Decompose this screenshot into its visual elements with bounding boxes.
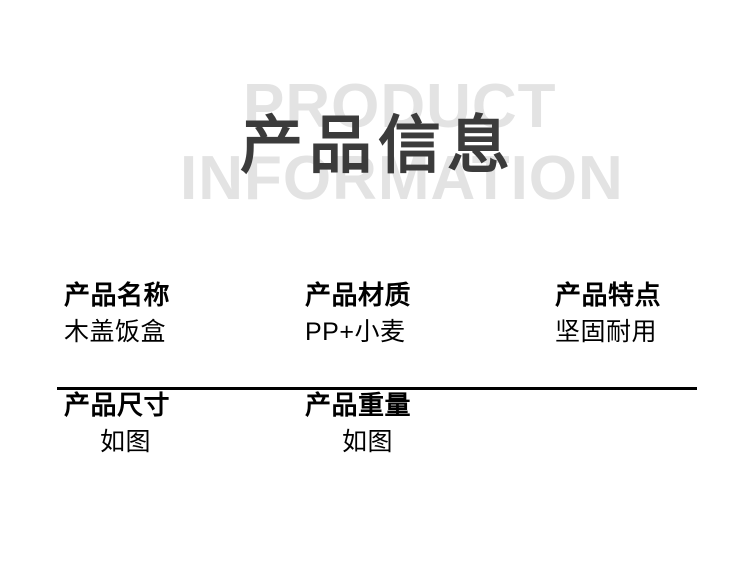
spec-cell-product-material: 产品材质 PP+小麦	[304, 278, 551, 388]
spec-label: 产品材质	[305, 280, 412, 310]
spec-cell-product-weight: 产品重量 如图	[304, 388, 551, 510]
spec-value: 如图	[341, 428, 393, 456]
row-divider	[57, 387, 697, 390]
page-title: 产品信息	[240, 111, 516, 181]
spec-label: 产品名称	[64, 280, 171, 310]
spec-label: 产品重量	[305, 390, 412, 420]
spec-label: 产品尺寸	[64, 390, 171, 420]
watermark-product-text: PRODUCT	[243, 72, 557, 141]
spec-value: PP+小麦	[305, 318, 406, 346]
spec-value: 坚固耐用	[555, 318, 658, 346]
spec-value: 木盖饭盒	[64, 318, 167, 346]
spec-cell-product-feature: 产品特点 坚固耐用	[551, 278, 697, 388]
spec-table: 产品名称 木盖饭盒 产品材质 PP+小麦 产品特点 坚固耐用 产品尺寸 如图 产…	[57, 278, 697, 510]
spec-value: 如图	[99, 428, 151, 456]
table-row: 产品尺寸 如图 产品重量 如图	[57, 388, 697, 510]
spec-label: 产品特点	[555, 280, 662, 310]
table-row: 产品名称 木盖饭盒 产品材质 PP+小麦 产品特点 坚固耐用	[57, 278, 697, 390]
header-block: PRODUCT INFORMATION 产品信息	[0, 0, 750, 250]
spec-cell-product-name: 产品名称 木盖饭盒	[57, 278, 304, 388]
spec-cell-product-size: 产品尺寸 如图	[57, 388, 304, 510]
watermark-information-text: INFORMATION	[180, 144, 624, 213]
